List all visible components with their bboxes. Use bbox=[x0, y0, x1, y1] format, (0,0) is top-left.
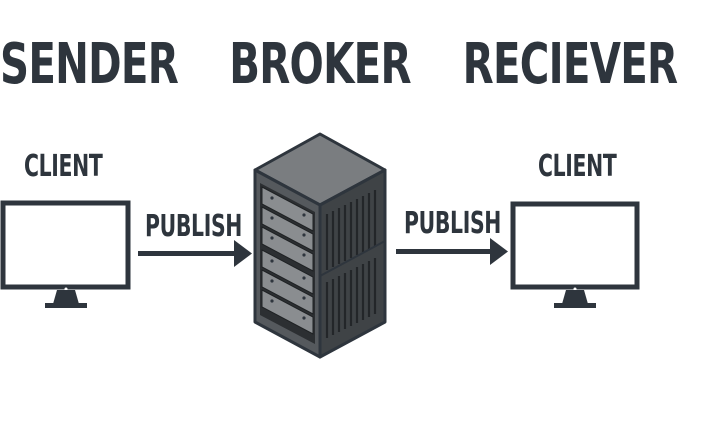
publish-arrow-right-icon bbox=[396, 238, 508, 265]
broker-heading: BROKER bbox=[229, 32, 411, 97]
sender-client-label: CLIENT bbox=[24, 149, 103, 184]
broker-server-icon bbox=[253, 132, 387, 359]
receiver-client-label: CLIENT bbox=[538, 149, 617, 184]
receiver-heading: RECIEVER bbox=[462, 32, 678, 97]
receiver-monitor-icon bbox=[510, 201, 640, 308]
publish-label-right: PUBLISH bbox=[404, 206, 502, 241]
publish-arrow-left-icon bbox=[138, 240, 252, 267]
publish-label-left: PUBLISH bbox=[145, 209, 243, 244]
sender-heading: SENDER bbox=[0, 32, 179, 97]
sender-monitor-icon bbox=[0, 200, 131, 308]
